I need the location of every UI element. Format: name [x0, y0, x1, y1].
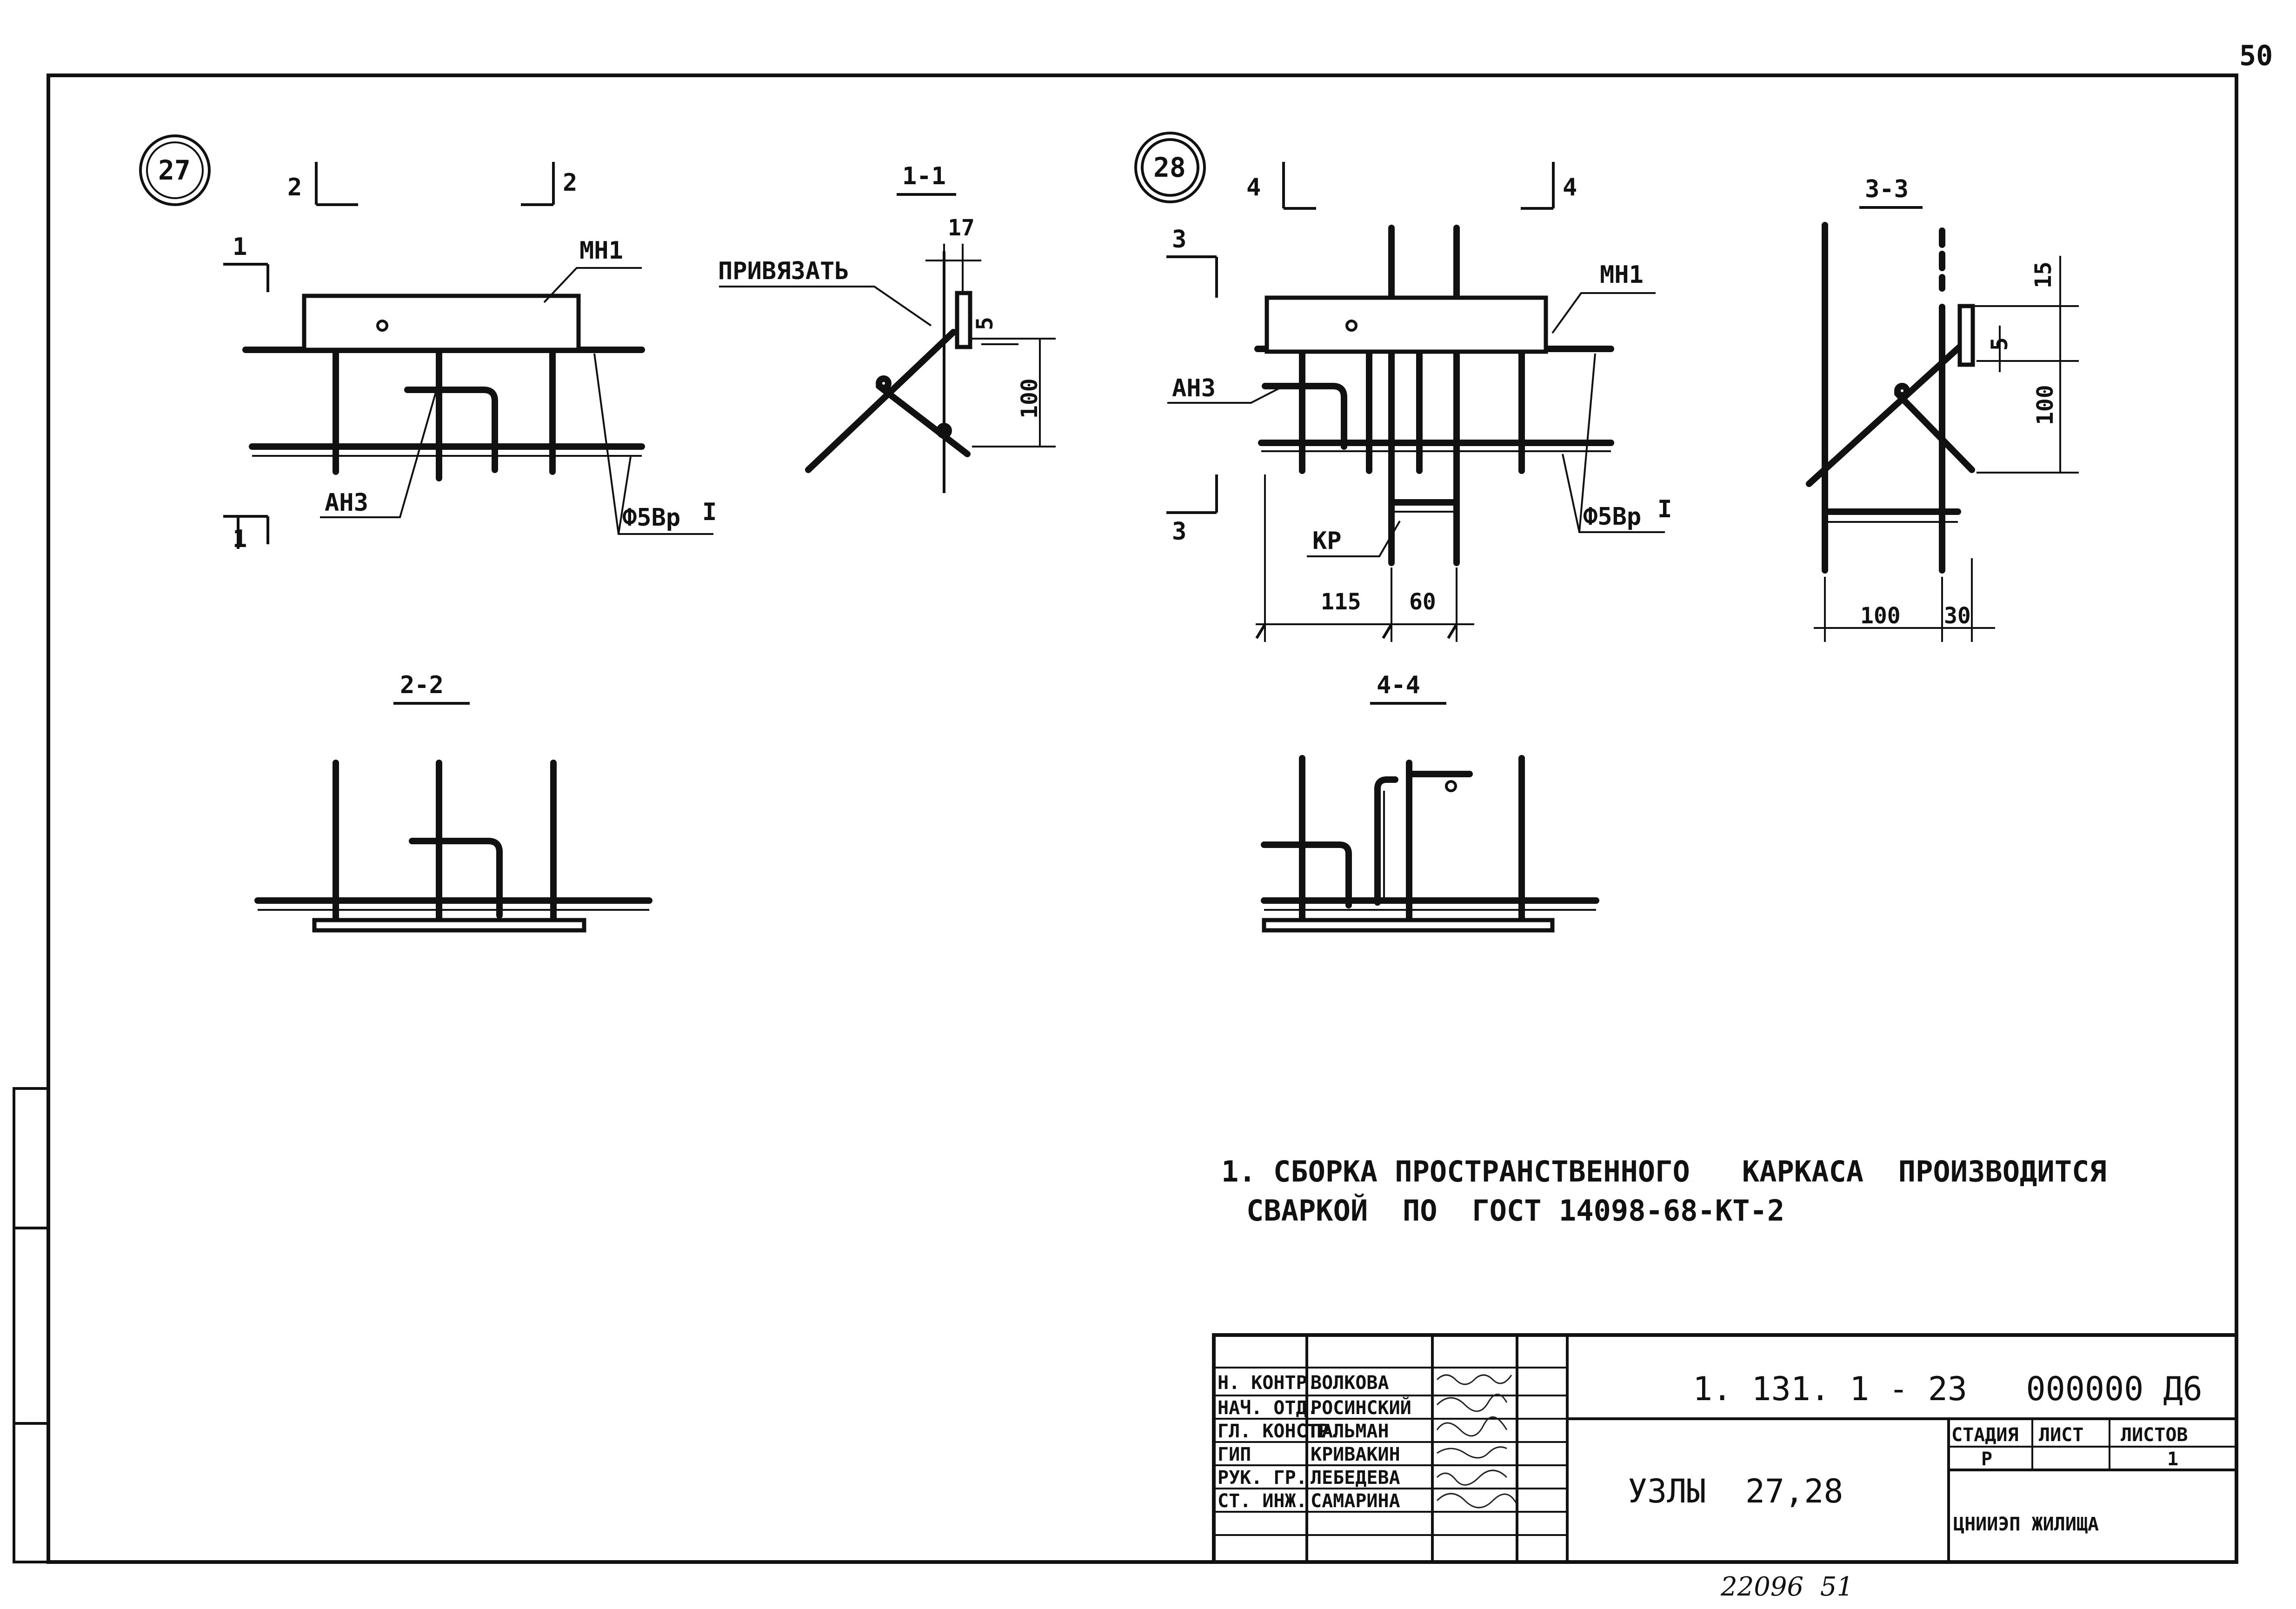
plate-label-28: МН1	[1600, 261, 1644, 289]
dim-5: 5	[972, 317, 998, 330]
section-2-2: 2-2	[254, 671, 652, 933]
left-margin-stamp	[13, 1087, 50, 1563]
cut-3-bottom-label: 3	[1172, 518, 1186, 546]
plate-mn1	[302, 294, 581, 352]
node-27-number: 27	[158, 154, 191, 186]
cut-2-left-label: 2	[287, 174, 302, 201]
role-3: ГЛ. КОНСТР.	[1218, 1421, 1341, 1442]
sheet-header: ЛИСТ	[2039, 1424, 2083, 1446]
section-4-4-title: 4-4	[1377, 671, 1420, 699]
role-1: Н. КОНТР.	[1218, 1372, 1318, 1394]
section-3-3: 3-3 15 5 100 100 30	[1806, 175, 2079, 642]
section-4-4: 4-4	[1261, 671, 1599, 933]
dim-60: 60	[1409, 589, 1436, 615]
name-1: ВОЛКОВА	[1311, 1372, 1389, 1394]
cut-3-top-label: 3	[1172, 226, 1186, 254]
cut-1-bottom-label: 1	[233, 525, 247, 553]
section-1-1-title: 1-1	[902, 162, 946, 190]
tie-label: ПРИВЯЗАТЬ	[718, 257, 849, 285]
node-27-marker	[139, 134, 211, 206]
sheets-value: 1	[2167, 1449, 2178, 1470]
note-line-1: 1. СБОРКА ПРОСТРАНСТВЕННОГО КАРКАСА ПРОИ…	[1221, 1155, 2107, 1188]
drawing-frame	[47, 73, 2238, 1564]
general-note: 1. СБОРКА ПРОСТРАНСТВЕННОГО КАРКАСА ПРОИ…	[1221, 1155, 2107, 1228]
wire-label-28: Ф5Вр I	[1583, 495, 1672, 531]
node-28-marker	[1134, 132, 1206, 203]
svg-text:I: I	[702, 498, 717, 526]
stage-value: Р	[1981, 1449, 1992, 1470]
stage-header: СТАДИЯ	[1951, 1424, 2019, 1446]
cut-1-top-label: 1	[233, 233, 247, 261]
wire-label: Ф5Вр I	[622, 498, 717, 532]
name-5: ЛЕБЕДЕВА	[1311, 1467, 1400, 1489]
title-block: Н. КОНТР. ВОЛКОВА НАЧ. ОТД. РОСИНСКИЙ ГЛ…	[1212, 1333, 2238, 1564]
node-27-plan: 27 2 2 1 1 МН1 АН3 Ф5Вр I	[139, 134, 717, 553]
role-4: ГИП	[1218, 1444, 1251, 1465]
dim-100: 100	[1017, 378, 1043, 419]
note-line-2: СВАРКОЙ ПО ГОСТ 14098-68-КТ-2	[1246, 1194, 1784, 1228]
name-6: САМАРИНА	[1311, 1490, 1400, 1512]
roles-list: Н. КОНТР. ВОЛКОВА НАЧ. ОТД. РОСИНСКИЙ ГЛ…	[1218, 1372, 1411, 1512]
name-2: РОСИНСКИЙ	[1311, 1396, 1411, 1419]
signatures	[1436, 1374, 1517, 1509]
plate-label: МН1	[579, 237, 623, 265]
rod-label: АН3	[325, 489, 368, 517]
plate-mn1-28	[1264, 295, 1548, 354]
dim-30-base: 30	[1944, 603, 1971, 629]
organization: ЦНИИЭП ЖИЛИЩА	[1953, 1514, 2099, 1535]
name-4: КРИВАКИН	[1311, 1444, 1400, 1465]
role-2: НАЧ. ОТД.	[1218, 1397, 1318, 1419]
node-28-number: 28	[1153, 152, 1186, 183]
role-5: РУК. ГР.	[1218, 1467, 1307, 1489]
node-28-plan: 28 4 4 3 3 МН1 АН3 Ф5Вр I	[1134, 132, 1672, 642]
dim-17: 17	[948, 215, 975, 241]
svg-text:Ф5Вр: Ф5Вр	[1583, 503, 1641, 531]
section-1-1: 1-1 17 ПРИВЯЗАТЬ 5 100	[718, 162, 1056, 493]
section-3-3-title: 3-3	[1865, 175, 1909, 203]
sheet-number: 50	[2239, 40, 2273, 72]
cut-4-right-label: 4	[1563, 174, 1577, 201]
sheets-header: ЛИСТОВ	[2121, 1424, 2188, 1446]
role-6: СТ. ИНЖ.	[1218, 1490, 1307, 1512]
footer-number: 22096 51	[1720, 1572, 1853, 1602]
drawing-title: УЗЛЫ 27,28	[1628, 1472, 1843, 1510]
designation: 1. 131. 1 - 23 000000 Д6	[1693, 1370, 2203, 1408]
dim-100-base: 100	[1860, 603, 1901, 629]
frame-label: КР	[1312, 527, 1342, 555]
cut-2-right-label: 2	[563, 169, 577, 197]
dim-115: 115	[1321, 589, 1361, 615]
name-3: ПАЛЬМАН	[1311, 1421, 1389, 1442]
rod-label-28: АН3	[1172, 374, 1216, 402]
cut-4-left-label: 4	[1246, 174, 1261, 201]
dim-15: 15	[2030, 261, 2056, 288]
section-2-2-title: 2-2	[400, 671, 444, 699]
dim-100-33: 100	[2032, 385, 2058, 425]
svg-text:Ф5Вр: Ф5Вр	[622, 504, 680, 532]
svg-text:I: I	[1657, 495, 1672, 523]
